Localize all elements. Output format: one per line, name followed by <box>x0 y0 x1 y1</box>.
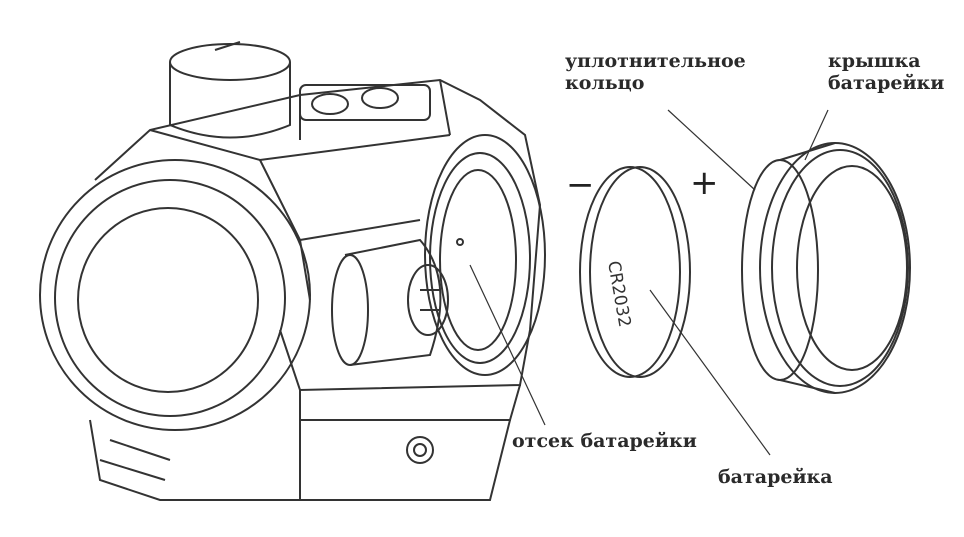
windage-knob <box>331 238 449 366</box>
battery-compartment-drawing <box>424 134 546 376</box>
battery-cap-label-line2: батарейки <box>828 72 945 94</box>
seal-ring-label-line1: уплотнительное <box>565 50 746 72</box>
battery-cap-label: крышка батарейки <box>828 50 944 94</box>
objective-lens <box>39 159 311 431</box>
seal-ring-label-line2: кольцо <box>565 72 645 94</box>
leader-lines <box>469 109 829 456</box>
picatinny-mount <box>89 384 521 501</box>
battery-label: батарейка <box>718 466 833 488</box>
plus-sign: + <box>690 163 719 203</box>
battery-compartment-label: отсек батарейки <box>512 430 697 452</box>
battery-cap-drawing <box>741 142 911 394</box>
sight-body <box>94 78 542 392</box>
battery-drawing <box>579 166 691 378</box>
minus-sign: − <box>566 165 595 205</box>
battery-marking: CR2032 <box>603 259 634 328</box>
adjustment-turret <box>169 41 291 139</box>
seal-ring-label: уплотнительное кольцо <box>565 50 746 94</box>
battery-cap-label-line1: крышка <box>828 50 921 72</box>
